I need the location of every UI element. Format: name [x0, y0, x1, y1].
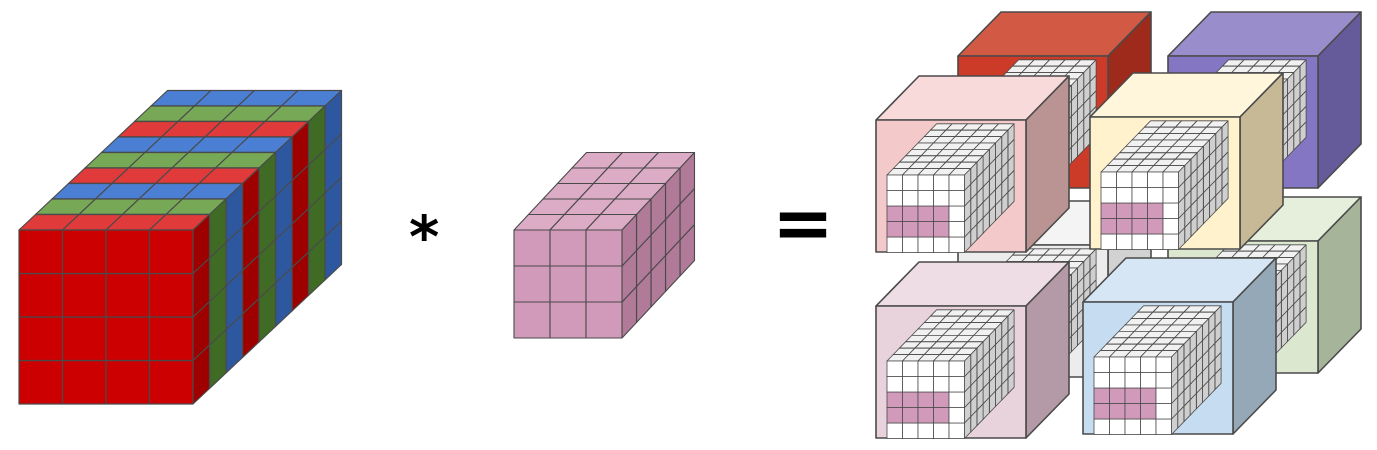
output-cube-front-top-left-inner-0-2-4-front	[948, 205, 965, 222]
output-cube-front-top-left-inner-0-1-4-front	[948, 190, 965, 207]
input-cell-0-0-3-front	[148, 229, 194, 275]
output-cube-front-top-left-inner-0-0-0-front	[886, 174, 903, 191]
input-cell-0-2-1-front	[61, 316, 107, 362]
kernel-cell-0-2-2-front	[585, 301, 623, 339]
output-cube-front-top-left	[875, 75, 1070, 253]
output-cube-front-top-left-inner-0-1-3-front	[933, 190, 950, 207]
input-cell-0-0-3	[148, 213, 211, 275]
kernel-cell-0-1-1-front	[549, 265, 587, 303]
kernel-tensor	[513, 151, 696, 339]
kernel-cell-0-2-0-front	[513, 301, 551, 339]
kernel-cell-0-0-2-front	[585, 229, 623, 267]
input-cell-0-1-3-front	[148, 272, 194, 318]
output-cube-front-top-left-inner-0-3-2-front	[917, 221, 934, 238]
output-cube-front-top-left-inner-0-3-1-front	[902, 221, 919, 238]
output-cube-front-top-left-inner-0-0-4	[948, 168, 972, 191]
input-cell-0-3-1-front	[61, 359, 107, 405]
output-cube-front-top-left-inner-0-4-0-front	[886, 236, 903, 253]
output-cube-front-top-left-inner-0-2-2-front	[917, 205, 934, 222]
kernel-cell-0-1-2-front	[585, 265, 623, 303]
input-cell-0-3-0-front	[18, 359, 64, 405]
output-tensor	[875, 11, 1362, 439]
output-cube-front-top-left-inner-0-3-4-front	[948, 221, 965, 238]
input-cell-0-0-1-front	[61, 229, 107, 275]
output-cube-front-top-left-inner-0-1-0-front	[886, 190, 903, 207]
output-cube-front-top-left-inner-0-1-1-front	[902, 190, 919, 207]
kernel-cell-0-0-1-front	[549, 229, 587, 267]
output-cube-front-top-left-inner-0-4-1-front	[902, 236, 919, 253]
kernel-cell-0-0-0-front	[513, 229, 551, 267]
output-cube-front-top-left-inner-0-2-3-front	[933, 205, 950, 222]
input-cell-0-3-3-front	[148, 359, 194, 405]
output-cube-front-top-left-inner-0-4-2-front	[917, 236, 934, 253]
input-cell-0-1-1-front	[61, 272, 107, 318]
input-cell-0-0-2-front	[105, 229, 151, 275]
output-cube-front-top-left-inner-0-0-4-front	[948, 174, 965, 191]
output-cube-front-top-right	[1089, 72, 1284, 250]
input-cell-0-1-2-front	[105, 272, 151, 318]
output-cube-front-top-left-inner-0-2-1-front	[902, 205, 919, 222]
input-cell-0-2-0-front	[18, 316, 64, 362]
output-cube-front-top-left-inner-0-1-2-front	[917, 190, 934, 207]
kernel-cell-0-2-1-front	[549, 301, 587, 339]
output-cube-front-top-left-inner-0-4-4-front	[948, 236, 965, 253]
kernel-cell-0-1-0-front	[513, 265, 551, 303]
input-cell-0-3-2-front	[105, 359, 151, 405]
output-cube-front-top-left-inner-0-0-3-front	[933, 174, 950, 191]
output-cube-front-top-left-inner-0-3-0-front	[886, 221, 903, 238]
input-cell-0-2-3-front	[148, 316, 194, 362]
input-cell-0-1-0-front	[18, 272, 64, 318]
output-cube-front-top-left-inner-0-0-2-front	[917, 174, 934, 191]
output-cube-front-top-left-inner-0-4-3-front	[933, 236, 950, 253]
input-cell-0-2-2-front	[105, 316, 151, 362]
output-cube-front-top-left-inner-0-2-0-front	[886, 205, 903, 222]
output-cube-front-top-left-inner-0-3-3-front	[933, 221, 950, 238]
input-tensor	[18, 89, 343, 405]
output-cube-front-top-left-inner-0-0-1-front	[902, 174, 919, 191]
input-cell-0-0-0-front	[18, 229, 64, 275]
kernel-cell-0-0-2	[585, 213, 638, 267]
